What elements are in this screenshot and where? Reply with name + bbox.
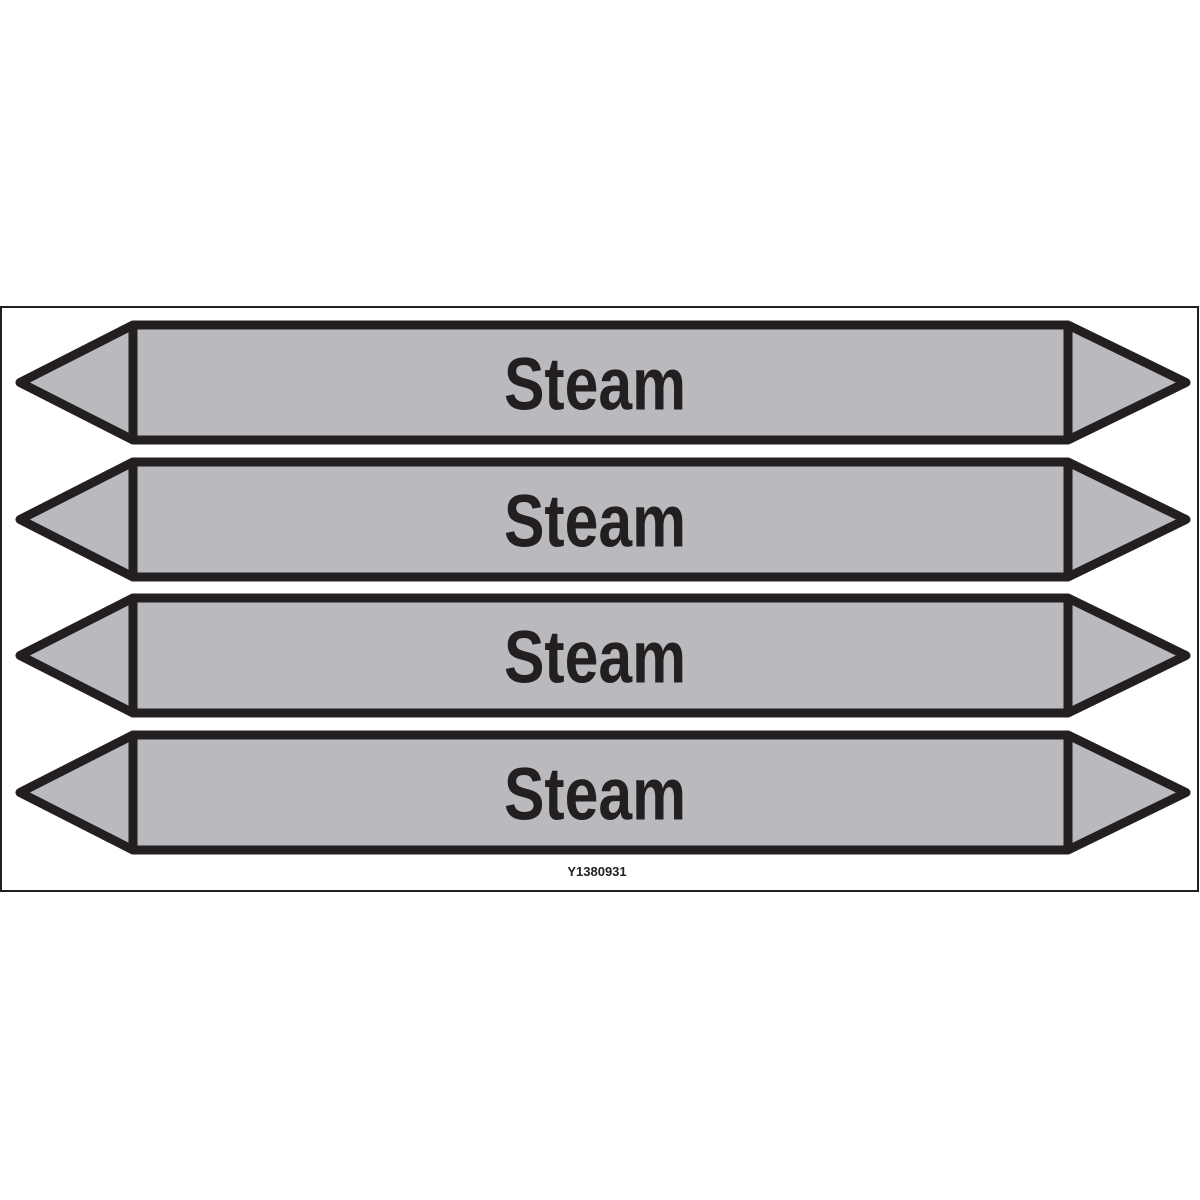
pipe-marker: Steam bbox=[15, 730, 1191, 855]
pipe-marker: Steam bbox=[15, 320, 1191, 445]
marker-label: Steam bbox=[504, 754, 686, 836]
product-code: Y1380931 bbox=[567, 864, 626, 879]
marker-label: Steam bbox=[504, 481, 686, 563]
marker-label: Steam bbox=[504, 617, 686, 699]
pipe-marker: Steam bbox=[15, 457, 1191, 582]
pipe-marker: Steam bbox=[15, 593, 1191, 718]
marker-label: Steam bbox=[504, 344, 686, 426]
